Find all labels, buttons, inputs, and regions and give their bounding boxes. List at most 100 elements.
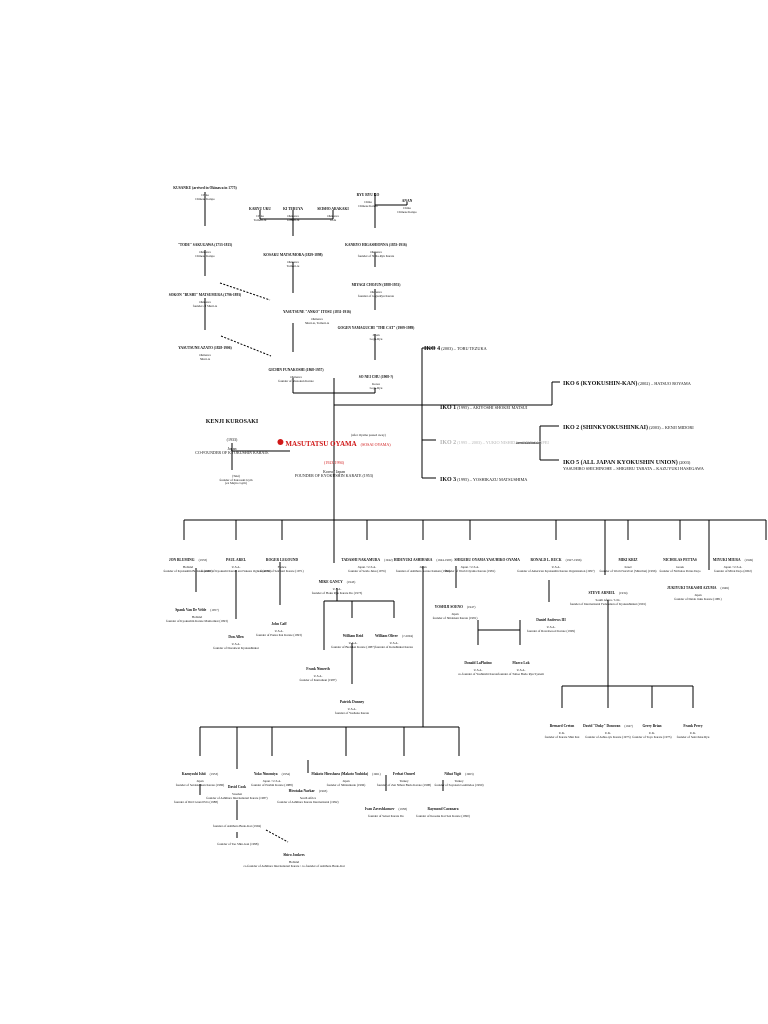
person-role: founder of Enshin Karate (1988) <box>251 783 293 788</box>
person-node-david[interactable]: David "Duky" Donovan (1947)U.K.founder o… <box>583 714 633 740</box>
person-role: Tomari-te <box>286 264 300 269</box>
person-node-yoko[interactable]: Yoko Ninomiya (1954)Japan / U.S.A.founde… <box>251 762 293 788</box>
person-role: founder of Ashihara Karate Kaikan (1980) <box>395 569 451 574</box>
person-node-steve[interactable]: STEVE ARNEIL (1934)South Africa / U.K.fo… <box>570 581 646 607</box>
person-role: Chinese Kenpo <box>358 204 378 209</box>
iko-branch-iko6[interactable]: IKO 6 (KYOKUSHIN-KAN) (2002) – HATSUO RO… <box>563 381 691 387</box>
person-name: MIYAGI CHOJUN (1888-1953) <box>351 283 401 287</box>
person-role: founder of Nicholas Pettas Dojo <box>659 569 701 574</box>
founder-node[interactable]: MASUTATSU OYAMA (SOSAI OYAMA)(1923-1994)… <box>277 433 391 479</box>
person-node-mike[interactable]: MIKE GANCY (1943)U.S.A.founder of Hoku R… <box>312 570 363 596</box>
person-role: founder of Seidokaikan Karate (1980) <box>175 783 225 788</box>
iko-branch-iko5[interactable]: IKO 5 (ALL JAPAN KYOKUSHIN UNION) (2003)… <box>563 460 704 471</box>
iko-branch-iko3[interactable]: IKO 3 (1995) – YOSHIKAZU MATSUSHIMA <box>440 477 527 483</box>
person-place: Japan <box>372 333 380 338</box>
person-role: founder of Tohoe Budo Ryu System <box>498 672 544 677</box>
iko-branch-iko1[interactable]: IKO 1 (1995) – AKIYOSHI SHOKEI MATSUI <box>440 405 527 411</box>
person-place: Turkey <box>399 779 409 784</box>
iko-branch-iko2[interactable]: IKO 2 (1995 – 2003) – YUKIO NISHIDA – KE… <box>440 440 549 446</box>
person-name: ANAN <box>401 199 413 203</box>
iko-succession: YASUHIRO SHICHINOHE – SHIGERU TABATA – K… <box>563 466 704 471</box>
person-name: SOKON "BUSHI" MATSUMURA (1796-1893) <box>168 293 242 297</box>
person-node-yasuhiko[interactable]: YASUHIKO OYAMA <box>486 548 520 566</box>
person-role: founder of Kanroikan (1987) <box>299 678 337 683</box>
iko-years: (1995 – 2003) <box>457 440 482 445</box>
person-place: U.S.A. <box>231 642 241 647</box>
person-role: Goju-Ryu <box>369 337 383 342</box>
person-node-kusanku[interactable]: KUSANKU (arrived in Okinawa in 1775)Chin… <box>173 176 236 202</box>
iko-branch-iko4[interactable]: IKO 4 (2003) – TORU TEZUKA <box>424 346 487 352</box>
person-node-itosu[interactable]: YASUTSUNE "ANKO" ITOSU (1831-1916)Okinaw… <box>283 300 351 326</box>
dashed-connector-2 <box>265 829 289 843</box>
person-name: Gerry Brian <box>642 724 662 728</box>
iko-label: IKO 6 (KYOKUSHIN-KAN) <box>563 381 638 387</box>
person-place: Holland <box>288 860 300 865</box>
iko-branch-iko2shin[interactable]: IKO 2 (SHINKYOKUSHINKAI) (2003) – KENJI … <box>563 425 694 431</box>
person-place: Sweden <box>231 792 243 797</box>
person-place: Okinawa <box>290 375 302 380</box>
person-place: Okinawa <box>287 214 299 219</box>
person-name: RONALD L. BUCK <box>530 558 562 562</box>
person-role: founder of American Kyokushin Karate Org… <box>517 569 595 574</box>
person-place: U.S.A. <box>473 668 483 673</box>
person-node-ivan[interactable]: Ivan Zaveshkonsev (1958)founder of Seise… <box>365 797 407 819</box>
person-place: Greek <box>676 565 684 570</box>
iko-leader: – KENJI MIDORI <box>661 425 694 430</box>
person-name: Spank Van De Velde <box>175 608 207 612</box>
person-node-oliver[interactable]: William Oliver (?-2004)U.S.A.founder of … <box>375 624 413 650</box>
person-node-makoto[interactable]: Makoto Hiroshara (Makoto Yoshida) (1961)… <box>311 762 380 788</box>
person-node-ronald[interactable]: RONALD L. BUCK (1927-1996)U.S.A.founder … <box>517 548 594 574</box>
person-node-yamaguchi[interactable]: GOGEN YAMAGUCHI "THE CAT" (1909-1989)Jap… <box>338 316 415 342</box>
person-node-tadashi[interactable]: TADASHI NAKAMURA (1942)Japan / U.S.A.fou… <box>341 548 392 574</box>
person-place: South Africa <box>299 796 317 801</box>
person-node-miyuki[interactable]: MIYUKI MIURA (1949)Japan / U.S.A.founder… <box>713 548 753 574</box>
person-place: Japan / U.S.A. <box>262 779 282 784</box>
person-name: MIKE GANCY <box>318 580 343 584</box>
person-node-sokon[interactable]: SOKON "BUSHI" MATSUMURA (1796-1893)Okina… <box>169 283 242 309</box>
iko-leader: – YOSHIKAZU MATSUSHIMA <box>469 477 528 482</box>
person-name: Frank Nimerth <box>306 667 330 671</box>
person-name: SEISHO ARAKAKI <box>317 207 349 211</box>
